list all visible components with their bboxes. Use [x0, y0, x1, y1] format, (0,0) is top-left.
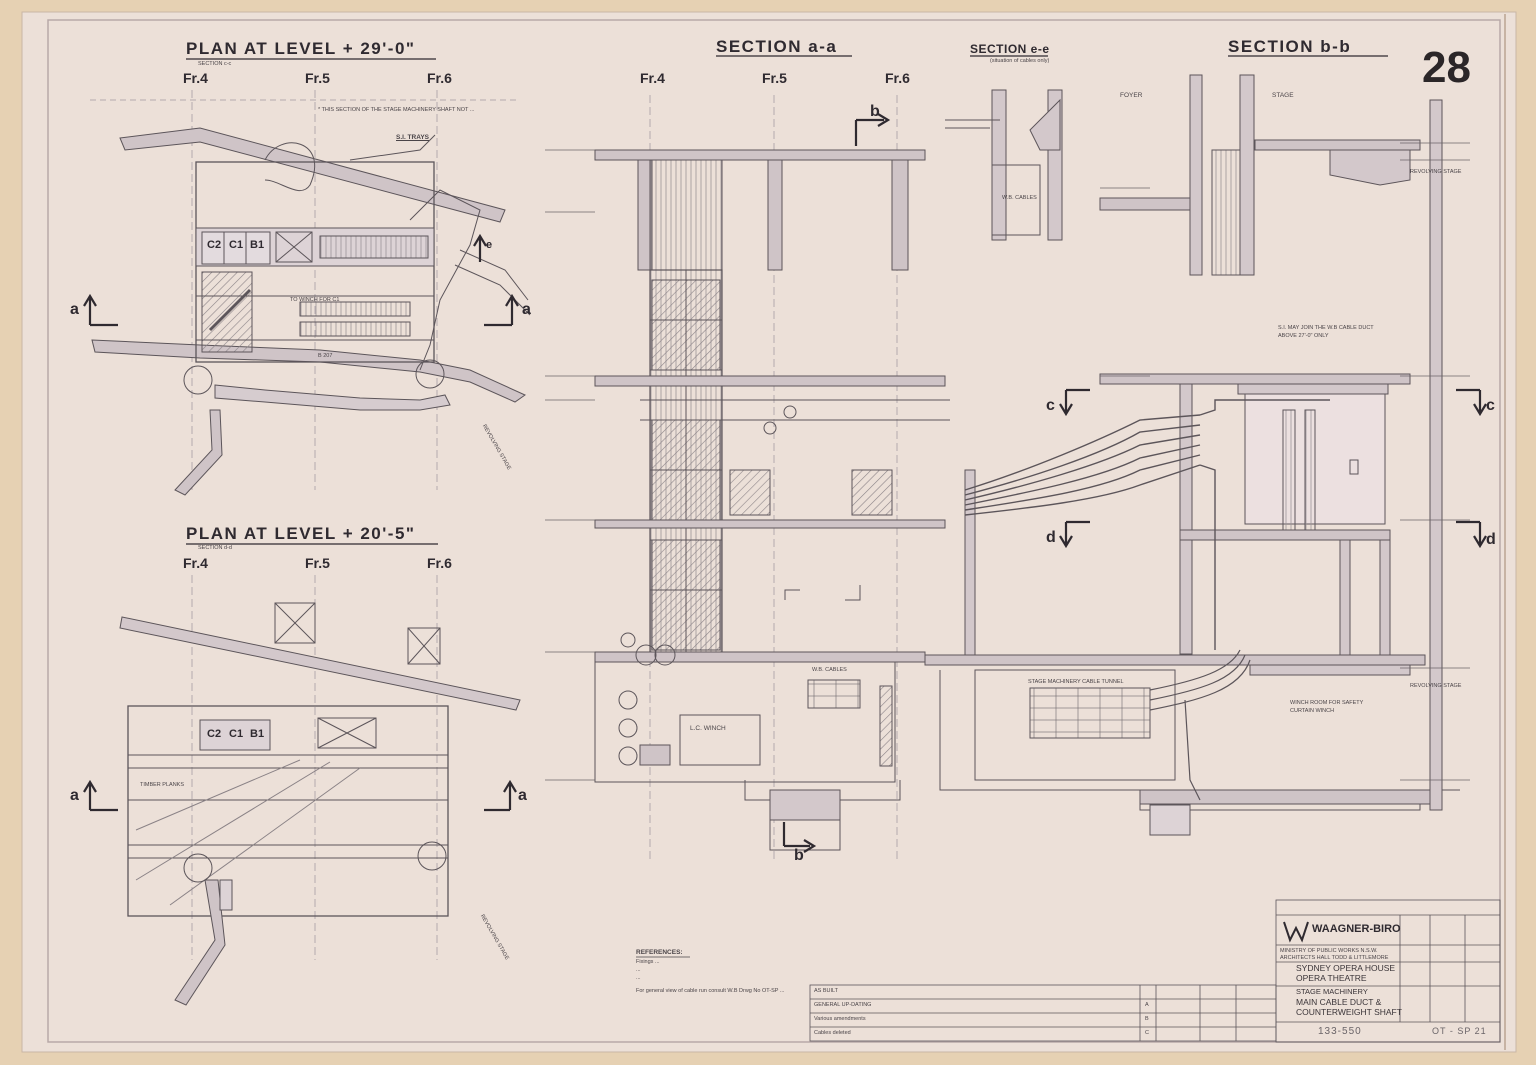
revision-row-4: Cables deleted	[814, 1030, 851, 1036]
section-aa-cables-label: W.B. CABLES	[812, 667, 847, 673]
revision-row-2: GENERAL UP-DATING	[814, 1002, 872, 1008]
section-ee-subtitle: (situation of cables only)	[990, 58, 1050, 64]
revision-row-3-mark: B	[1145, 1016, 1149, 1022]
plan-upper-b207-label: B 207	[318, 353, 333, 359]
marker-b-top: b	[870, 103, 880, 120]
section-aa-linework	[594, 95, 950, 860]
section-marker-arrows	[83, 113, 1487, 853]
references-line-2: ...	[636, 967, 641, 973]
section-bb-revolving-lower: REVOLVING STAGE	[1410, 683, 1462, 689]
plan-upper-note: * THIS SECTION OF THE STAGE MACHINERY SH…	[318, 107, 475, 113]
plan-upper-frame-4: Fr.4	[183, 70, 208, 86]
plan-upper-cell-b1: B1	[250, 239, 265, 251]
plan-upper-winch-label: TO WINCH FOR C1	[290, 297, 340, 303]
section-bb-winch-room-label: WINCH ROOM FOR SAFETY CURTAIN WINCH	[1290, 700, 1364, 714]
marker-a-upper-left: a	[70, 301, 79, 318]
waagner-biro-logo-icon	[1283, 921, 1309, 943]
marker-c-right: c	[1486, 397, 1495, 414]
title-block-subject-1: STAGE MACHINERY	[1296, 987, 1368, 996]
section-ee-title: SECTION e-e	[970, 42, 1050, 56]
references-line-3: ...	[636, 975, 641, 981]
references-line-1: Fixings ...	[636, 959, 660, 965]
title-block-drawing-number: 133-550	[1318, 1026, 1362, 1037]
references-heading: REFERENCES:	[636, 949, 683, 956]
title-block-company: WAAGNER-BIRO	[1312, 923, 1401, 935]
marker-a-lower-right: a	[518, 787, 527, 804]
plan-upper-cell-c2: C2	[207, 239, 222, 251]
title-block-subject-3: COUNTERWEIGHT SHAFT	[1296, 1007, 1402, 1017]
plan-upper-title: PLAN AT LEVEL + 29'-0"	[186, 39, 416, 58]
plan-upper-cell-c1: C1	[229, 239, 244, 251]
plan-upper-section-ref: SECTION c-c	[198, 61, 232, 67]
marker-c-left: c	[1046, 397, 1055, 414]
section-bb-note: S.I. MAY JOIN THE W.B CABLE DUCT ABOVE 2…	[1278, 325, 1374, 339]
marker-d-right: d	[1486, 531, 1496, 548]
plan-lower-cell-c2: C2	[207, 728, 222, 740]
plan-lower-frame-4: Fr.4	[183, 555, 208, 571]
title-block-project-1: SYDNEY OPERA HOUSE	[1296, 963, 1396, 973]
references-general-note: For general view of cable run consult W.…	[636, 988, 785, 994]
revision-row-2-mark: A	[1145, 1002, 1149, 1008]
plan-lower-title: PLAN AT LEVEL + 20'-5"	[186, 524, 416, 543]
marker-d-left: d	[1046, 529, 1056, 546]
section-bb-foyer-label: FOYER	[1120, 92, 1143, 99]
title-block-project-2: OPERA THEATRE	[1296, 973, 1367, 983]
plan-upper-frame-5: Fr.5	[305, 70, 330, 86]
revision-table-lines	[809, 984, 1277, 1042]
title-block-client: MINISTRY OF PUBLIC WORKS N.S.W. ARCHITEC…	[1280, 948, 1389, 961]
section-bb-tunnel-label: STAGE MACHINERY CABLE TUNNEL	[1028, 679, 1124, 685]
plan-lower-cell-c1: C1	[229, 728, 244, 740]
section-bb-stage-label: STAGE	[1272, 92, 1294, 99]
section-aa-frame-5: Fr.5	[762, 70, 787, 86]
marker-e: e	[486, 239, 493, 251]
revision-row-3: Various amendments	[814, 1016, 866, 1022]
plan-upper-frame-6: Fr.6	[427, 70, 452, 86]
section-bb-title: SECTION b-b	[1228, 37, 1352, 56]
marker-a-lower-left: a	[70, 787, 79, 804]
title-block-reference-number: OT - SP 21	[1432, 1026, 1487, 1036]
section-aa-frame-6: Fr.6	[885, 70, 910, 86]
plan-lower-frame-5: Fr.5	[305, 555, 330, 571]
plan-lower-linework	[119, 575, 521, 1006]
plan-lower-frame-6: Fr.6	[427, 555, 452, 571]
sheet-number: 28	[1422, 43, 1471, 92]
section-aa-winch-label: L.C. WINCH	[690, 725, 726, 732]
plan-lower-cell-b1: B1	[250, 728, 265, 740]
marker-b-bottom: b	[794, 847, 804, 864]
plan-lower-section-ref: SECTION d-d	[198, 545, 232, 551]
marker-a-upper-right: a	[522, 301, 531, 318]
plan-upper-linework	[90, 90, 531, 496]
plan-upper-tray-label: S.I. TRAYS	[396, 134, 429, 141]
section-ee-cables-label: W.B. CABLES	[1002, 195, 1037, 201]
title-block-subject-2: MAIN CABLE DUCT &	[1296, 997, 1382, 1007]
revision-row-4-mark: C	[1145, 1030, 1149, 1036]
section-ee-linework	[945, 89, 1063, 241]
section-bb-revolving-upper: REVOLVING STAGE	[1410, 169, 1462, 175]
revision-row-1: AS BUILT	[814, 988, 839, 994]
title-block-lines	[1275, 899, 1501, 1043]
plan-lower-timber-label: TIMBER PLANKS	[140, 782, 185, 788]
section-aa-title: SECTION a-a	[716, 37, 838, 56]
section-bb-linework	[924, 74, 1460, 836]
section-aa-frame-4: Fr.4	[640, 70, 665, 86]
